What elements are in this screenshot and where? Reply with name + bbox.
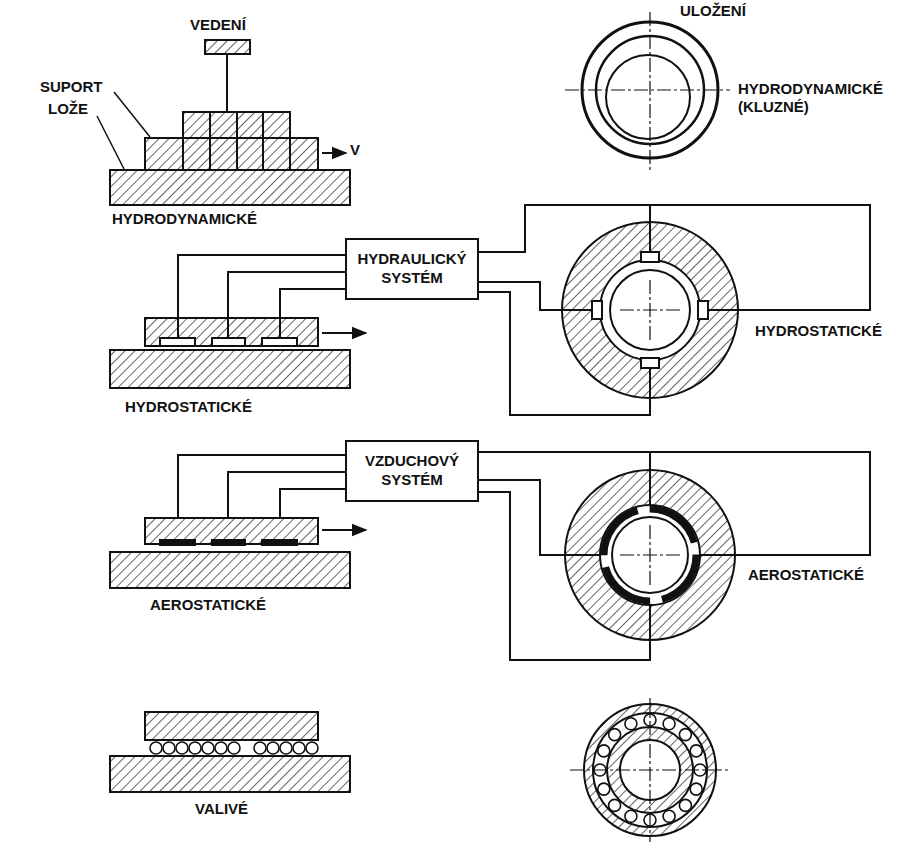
hydrodynamic-slide (97, 40, 350, 205)
rolling-bearing (570, 698, 730, 842)
part-label: SUPORT (40, 78, 103, 96)
part-label: V (350, 141, 360, 159)
part-label: HYDRODYNAMICKÉ (KLUZNÉ) (738, 80, 913, 116)
aerostatic-slide (110, 455, 366, 588)
box-label: VZDUCHOVÝ SYSTÉM (355, 452, 469, 490)
part-label: VALIVÉ (195, 800, 248, 818)
part-label: AEROSTATICKÉ (748, 566, 864, 584)
hydrodynamic-bearing (565, 12, 730, 170)
rolling-slide (110, 712, 350, 792)
box-label: HYDRAULICKÝ SYSTÉM (355, 250, 469, 288)
part-label: LOŽE (48, 100, 88, 118)
aerostatic-bearing (475, 452, 870, 660)
system-box: HYDRAULICKÝ SYSTÉM (345, 238, 479, 300)
part-label: HYDRODYNAMICKÉ (112, 210, 257, 228)
part-label: VEDENÍ (190, 16, 246, 34)
part-label: HYDROSTATICKÉ (125, 398, 252, 416)
system-box: VZDUCHOVÝ SYSTÉM (345, 440, 479, 502)
part-label: HYDROSTATICKÉ (755, 322, 882, 340)
part-label: AEROSTATICKÉ (150, 596, 266, 614)
hydrostatic-slide (110, 255, 366, 388)
hydrostatic-bearing (475, 205, 870, 415)
part-label: ULOŽENÍ (680, 2, 746, 20)
